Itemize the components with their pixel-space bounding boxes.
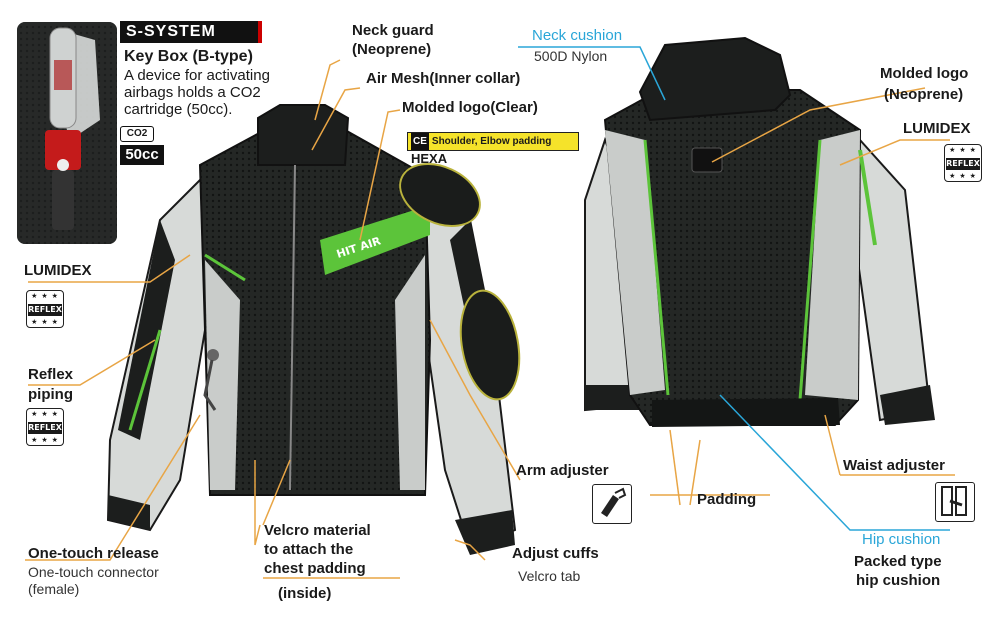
label-one-touch-female: (female) bbox=[28, 581, 80, 597]
label-neck-cushion-sub: 500D Nylon bbox=[534, 48, 608, 64]
label-waist-adjuster: Waist adjuster bbox=[843, 457, 945, 474]
label-reflex-piping-1: Reflex bbox=[28, 366, 74, 383]
co2-cartridge-icon: CO2 50cc bbox=[120, 126, 164, 166]
waist-adjuster-icon bbox=[935, 482, 975, 522]
co2-volume: 50cc bbox=[120, 145, 164, 165]
arm-adjuster-glyph-icon bbox=[601, 487, 627, 517]
label-neck-guard: Neck guard bbox=[352, 22, 434, 39]
label-velcro-1: Velcro material bbox=[264, 522, 371, 539]
reflex-badge-icon: ★ ★ ★ REFLEX ★ ★ ★ bbox=[26, 408, 64, 446]
label-lumidex-back: LUMIDEX bbox=[903, 120, 971, 137]
waist-adjuster-glyph-icon bbox=[941, 486, 967, 516]
reflex-stars-icon: ★ ★ ★ bbox=[31, 411, 59, 418]
label-velcro-2: to attach the bbox=[264, 541, 354, 558]
reflex-badge-word: REFLEX bbox=[28, 304, 62, 316]
reflex-stars-icon: ★ ★ ★ bbox=[31, 437, 59, 444]
co2-label: CO2 bbox=[120, 126, 154, 142]
keybox-photo bbox=[17, 22, 117, 244]
label-hip-cushion-sub-1: Packed type bbox=[854, 553, 942, 570]
keybox-desc-1: A device for activating bbox=[124, 67, 270, 84]
arm-adjuster-icon bbox=[592, 484, 632, 524]
reflex-badge-word: REFLEX bbox=[946, 158, 980, 170]
reflex-stars-icon: ★ ★ ★ bbox=[949, 173, 977, 180]
keybox-desc-3: cartridge (50cc). bbox=[124, 101, 233, 118]
label-velcro-4: (inside) bbox=[278, 585, 332, 602]
label-air-mesh: Air Mesh(Inner collar) bbox=[366, 70, 521, 87]
label-molded-logo-clear: Molded logo(Clear) bbox=[402, 99, 538, 116]
label-one-touch-release: One-touch release bbox=[28, 545, 159, 562]
label-velcro-tab: Velcro tab bbox=[518, 568, 581, 584]
hexa-badge-text: Shoulder, Elbow padding bbox=[431, 136, 552, 147]
label-arm-adjuster: Arm adjuster bbox=[516, 462, 609, 479]
label-hip-cushion: Hip cushion bbox=[862, 531, 941, 548]
label-adjust-cuffs: Adjust cuffs bbox=[512, 545, 599, 562]
reflex-stars-icon: ★ ★ ★ bbox=[31, 293, 59, 300]
ce-mark-icon: CE bbox=[411, 133, 429, 150]
reflex-badge-icon: ★ ★ ★ REFLEX ★ ★ ★ bbox=[26, 290, 64, 328]
label-velcro-3: chest padding bbox=[264, 560, 366, 577]
hexa-badge-word: HEXA bbox=[411, 151, 448, 166]
front-jacket: HIT AIR bbox=[106, 104, 521, 555]
label-reflex-piping-2: piping bbox=[28, 386, 73, 403]
label-lumidex-front: LUMIDEX bbox=[24, 262, 92, 279]
label-neck-guard-sub: (Neoprene) bbox=[352, 41, 432, 58]
keybox-title: Key Box (B-type) bbox=[124, 48, 253, 65]
label-hip-cushion-sub-2: hip cushion bbox=[856, 572, 941, 589]
s-system-badge: S-SYSTEM bbox=[120, 21, 262, 43]
back-jacket bbox=[584, 36, 935, 427]
label-molded-logo-sub: (Neoprene) bbox=[884, 86, 964, 103]
keybox-desc-2: airbags holds a CO2 bbox=[124, 84, 261, 101]
leader-lines bbox=[25, 59, 955, 579]
label-one-touch-connector: One-touch connector bbox=[28, 564, 159, 580]
label-neck-cushion: Neck cushion bbox=[532, 27, 623, 44]
reflex-stars-icon: ★ ★ ★ bbox=[949, 147, 977, 154]
label-padding: Padding bbox=[697, 491, 757, 508]
reflex-stars-icon: ★ ★ ★ bbox=[31, 319, 59, 326]
reflex-badge-icon: ★ ★ ★ REFLEX ★ ★ ★ bbox=[944, 144, 982, 182]
blue-leader-lines bbox=[518, 46, 950, 531]
label-molded-logo: Molded logo bbox=[880, 65, 969, 82]
reflex-badge-word: REFLEX bbox=[28, 422, 62, 434]
